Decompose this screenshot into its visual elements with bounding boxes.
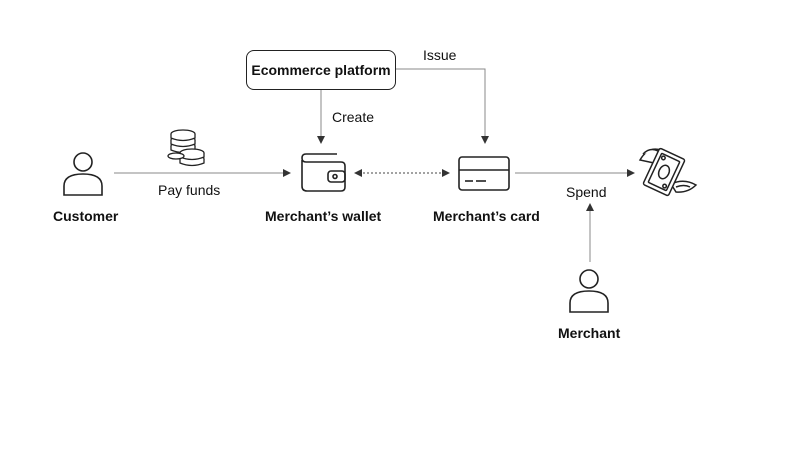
credit-card-icon: [458, 156, 510, 191]
person-icon: [569, 269, 609, 313]
wallet-icon: [301, 153, 346, 192]
merchant-card-label: Merchant’s card: [433, 208, 540, 224]
merchant-wallet-label: Merchant’s wallet: [265, 208, 382, 224]
ecommerce-platform-label: Ecommerce platform: [251, 62, 391, 78]
create-label: Create: [332, 109, 375, 125]
ecommerce-platform-box: Ecommerce platform: [246, 50, 396, 90]
merchant-label: Merchant: [558, 325, 621, 341]
person-icon: [63, 152, 103, 196]
customer-label: Customer: [53, 208, 119, 224]
pay-funds-label: Pay funds: [158, 182, 221, 198]
spend-label: Spend: [566, 184, 607, 200]
issue-label: Issue: [423, 47, 457, 63]
coins-icon: [167, 129, 205, 167]
issue-connector: [396, 68, 489, 144]
flying-money-icon: [638, 147, 698, 197]
